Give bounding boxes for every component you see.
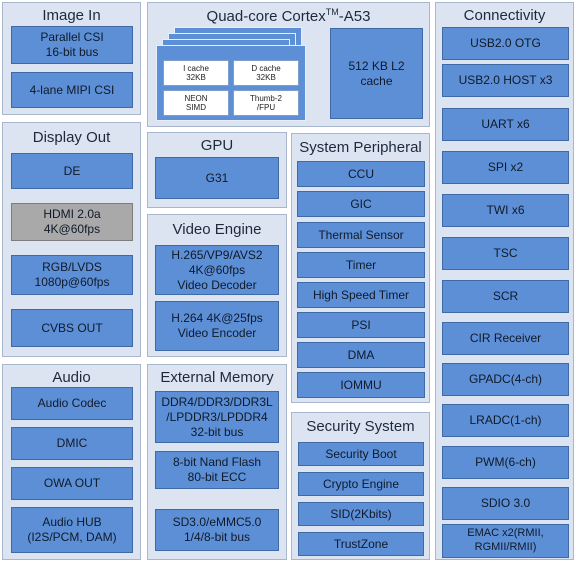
dcache-cell: D cache 32KB bbox=[233, 60, 299, 86]
sid-block: SID(2Kbits) bbox=[298, 502, 424, 526]
video-decoder-block: H.265/VP9/AVS2 4K@60fps Video Decoder bbox=[155, 245, 279, 295]
sd-emmc-block: SD3.0/eMMC5.0 1/4/8-bit bus bbox=[155, 509, 279, 551]
usb-otg-block: USB2.0 OTG bbox=[442, 27, 569, 60]
usb-host-block: USB2.0 HOST x3 bbox=[442, 64, 569, 97]
crypto-engine-block: Crypto Engine bbox=[298, 472, 424, 496]
scr-block: SCR bbox=[442, 280, 569, 313]
cpu-core-front: I cache 32KB D cache 32KB NEON SIMD Thum… bbox=[156, 45, 306, 121]
security-system-title: Security System bbox=[306, 418, 415, 435]
cir-receiver-block: CIR Receiver bbox=[442, 322, 569, 355]
spi-block: SPI x2 bbox=[442, 151, 569, 184]
security-system-panel: Security System Security Boot Crypto Eng… bbox=[291, 412, 430, 560]
icache-cell: I cache 32KB bbox=[163, 60, 229, 86]
thumb-fpu-cell: Thumb-2 /FPU bbox=[233, 90, 299, 116]
thermal-sensor-block: Thermal Sensor bbox=[297, 222, 425, 248]
mipi-csi-block: 4-lane MIPI CSI bbox=[11, 72, 133, 108]
nand-flash-block: 8-bit Nand Flash 80-bit ECC bbox=[155, 451, 279, 489]
parallel-csi-block: Parallel CSI 16-bit bus bbox=[11, 26, 133, 64]
high-speed-timer-block: High Speed Timer bbox=[297, 282, 425, 308]
sdio-block: SDIO 3.0 bbox=[442, 487, 569, 520]
image-in-panel: Image In Parallel CSI 16-bit bus 4-lane … bbox=[2, 2, 141, 115]
display-out-panel: Display Out DE HDMI 2.0a 4K@60fps RGB/LV… bbox=[2, 122, 141, 357]
cvbs-out-block: CVBS OUT bbox=[11, 309, 133, 347]
lradc-block: LRADC(1-ch) bbox=[442, 404, 569, 437]
trustzone-block: TrustZone bbox=[298, 532, 424, 556]
hdmi-block: HDMI 2.0a 4K@60fps bbox=[11, 203, 133, 241]
gpu-panel: GPU G31 bbox=[147, 132, 287, 208]
twi-block: TWI x6 bbox=[442, 194, 569, 227]
ccu-block: CCU bbox=[297, 161, 425, 187]
external-memory-panel: External Memory DDR4/DDR3/DDR3L /LPDDR3/… bbox=[147, 364, 287, 560]
l2-cache-block: 512 KB L2 cache bbox=[330, 28, 423, 119]
image-in-title: Image In bbox=[42, 7, 101, 24]
dmic-block: DMIC bbox=[11, 427, 133, 460]
iommu-block: IOMMU bbox=[297, 372, 425, 398]
cpu-panel: Quad-core CortexTM-A53 I cache 32KB D ca… bbox=[147, 2, 430, 127]
system-peripheral-title: System Peripheral bbox=[299, 139, 422, 156]
g31-block: G31 bbox=[155, 157, 279, 199]
audio-title: Audio bbox=[52, 369, 91, 386]
gic-block: GIC bbox=[297, 191, 425, 217]
tsc-block: TSC bbox=[442, 237, 569, 270]
cpu-title-end: -A53 bbox=[338, 8, 371, 25]
owa-out-block: OWA OUT bbox=[11, 467, 133, 500]
video-engine-title: Video Engine bbox=[172, 221, 262, 238]
security-boot-block: Security Boot bbox=[298, 442, 424, 466]
audio-codec-block: Audio Codec bbox=[11, 387, 133, 420]
psi-block: PSI bbox=[297, 312, 425, 338]
cpu-title-main: Quad-core Cortex bbox=[206, 8, 326, 25]
gpu-title: GPU bbox=[200, 137, 234, 154]
video-encoder-block: H.264 4K@25fps Video Encoder bbox=[155, 301, 279, 351]
dma-block: DMA bbox=[297, 342, 425, 368]
gpadc-block: GPADC(4-ch) bbox=[442, 363, 569, 396]
display-out-title: Display Out bbox=[32, 129, 111, 146]
pwm-block: PWM(6-ch) bbox=[442, 446, 569, 479]
external-memory-title: External Memory bbox=[160, 369, 274, 386]
de-block: DE bbox=[11, 153, 133, 189]
neon-cell: NEON SIMD bbox=[163, 90, 229, 116]
audio-panel: Audio Audio Codec DMIC OWA OUT Audio HUB… bbox=[2, 364, 141, 560]
emac-block: EMAC x2(RMII, RGMII/RMII) bbox=[442, 524, 569, 558]
rgb-lvds-block: RGB/LVDS 1080p@60fps bbox=[11, 255, 133, 295]
connectivity-title: Connectivity bbox=[463, 7, 546, 24]
uart-block: UART x6 bbox=[442, 108, 569, 141]
system-peripheral-panel: System Peripheral CCU GIC Thermal Sensor… bbox=[291, 133, 430, 403]
ddr-block: DDR4/DDR3/DDR3L /LPDDR3/LPDDR4 32-bit bu… bbox=[155, 391, 279, 443]
cpu-title-sup: TM bbox=[325, 7, 339, 17]
video-engine-panel: Video Engine H.265/VP9/AVS2 4K@60fps Vid… bbox=[147, 214, 287, 357]
timer-block: Timer bbox=[297, 252, 425, 278]
cpu-title: Quad-core CortexTM-A53 bbox=[148, 7, 429, 25]
connectivity-panel: Connectivity USB2.0 OTG USB2.0 HOST x3 U… bbox=[435, 2, 574, 560]
audio-hub-block: Audio HUB (I2S/PCM, DAM) bbox=[11, 507, 133, 553]
